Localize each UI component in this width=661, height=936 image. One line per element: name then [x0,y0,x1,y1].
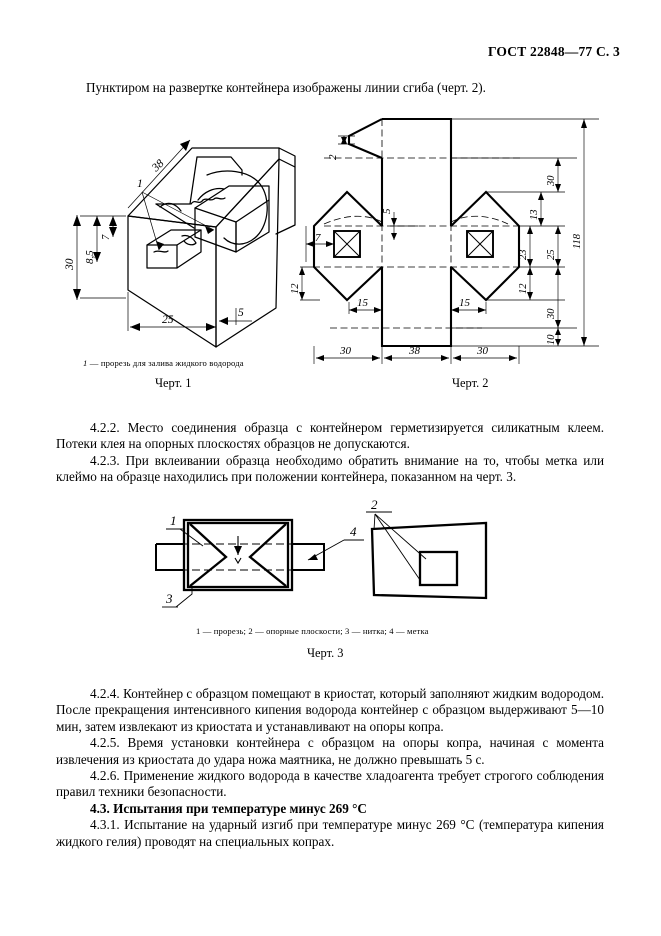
fig1-dim-7: 7 [101,234,112,240]
figure-1-drawing: 38 30 8,5 7 25 5 1 [64,112,319,362]
fig2-dim-30-top: 30 [546,175,557,187]
fig2-dim-30-lower: 30 [546,308,557,320]
fig2-dim-30-bottom-left: 30 [339,345,352,357]
fig2-dim-12-left: 12 [290,283,301,294]
figure-3-caption: Черт. 3 [307,646,344,660]
page-header-standard-number: ГОСТ 22848—77 С. 3 [487,44,620,59]
intro-paragraph: Пунктиром на развертке контейнера изобра… [86,80,486,95]
clause-4-2-2: 4.2.2. Место соединения образца с контей… [56,420,604,452]
figure-1-caption: Черт. 1 [155,376,192,390]
fig1-callout-1: 1 [137,178,143,190]
figure-2-drawing: 2 5 7 12 15 15 30 13 23 25 12 30 10 118 … [290,114,622,366]
fig2-dim-23: 23 [518,250,529,261]
clause-4-2-4: 4.2.4. Контейнер с образцом помещают в к… [56,686,604,734]
clause-4-2-6: 4.2.6. Применение жидкого водорода в кач… [56,768,604,800]
fig2-dim-5: 5 [381,208,393,214]
fig2-dim-38-bottom: 38 [408,345,421,357]
fig1-dim-38: 38 [149,157,167,174]
figure-2-caption: Черт. 2 [452,376,489,390]
clause-4-3-heading: 4.3. Испытания при температуре минус 269… [90,800,367,816]
figure-3-drawing: 1 3 4 2 [155,497,518,620]
fig2-dim-13: 13 [529,210,540,221]
fig1-dim-30: 30 [64,258,76,271]
fig2-dim-2: 2 [327,154,339,160]
fig1-dim-8-5: 8,5 [84,250,96,264]
fig2-dim-7: 7 [315,232,321,244]
fig3-callout-1: 1 [170,513,177,528]
fig2-dim-118: 118 [572,233,583,249]
clause-4-3-1: 4.3.1. Испытание на ударный изгиб при те… [56,817,604,849]
fig1-dim-25: 25 [162,314,174,326]
fig3-callout-3: 3 [165,591,173,606]
clause-4-2-3: 4.2.3. При вклеивании образца необходимо… [56,452,604,485]
figure-1-legend-number: 1 [83,358,88,368]
figure-1-legend-dash: — [89,358,99,368]
clause-block-2: 4.2.4. Контейнер с образцом помещают в к… [56,686,604,850]
fig2-dim-15-left: 15 [357,297,369,309]
figure-3-legend: 1 — прорезь; 2 — опорные плоскости; 3 — … [196,626,429,636]
fig3-callout-2: 2 [371,497,378,512]
clause-4-2-5: 4.2.5. Время установки контейнера с обра… [56,735,604,767]
fig2-dim-12: 12 [518,283,529,294]
fig3-callout-4: 4 [350,524,357,539]
fig2-dim-10: 10 [546,334,557,345]
fig2-dim-30-bottom-right: 30 [476,345,489,357]
clause-block-1: 4.2.2. Место соединения образца с контей… [56,420,604,486]
figure-1-legend: 1 — прорезь для залива жидкого водорода [83,358,244,368]
fig1-dim-5: 5 [238,307,244,319]
fig2-dim-25: 25 [546,250,557,261]
figure-1-legend-text: прорезь для залива жидкого водорода [100,358,244,368]
fig2-dim-15-right: 15 [459,297,471,309]
